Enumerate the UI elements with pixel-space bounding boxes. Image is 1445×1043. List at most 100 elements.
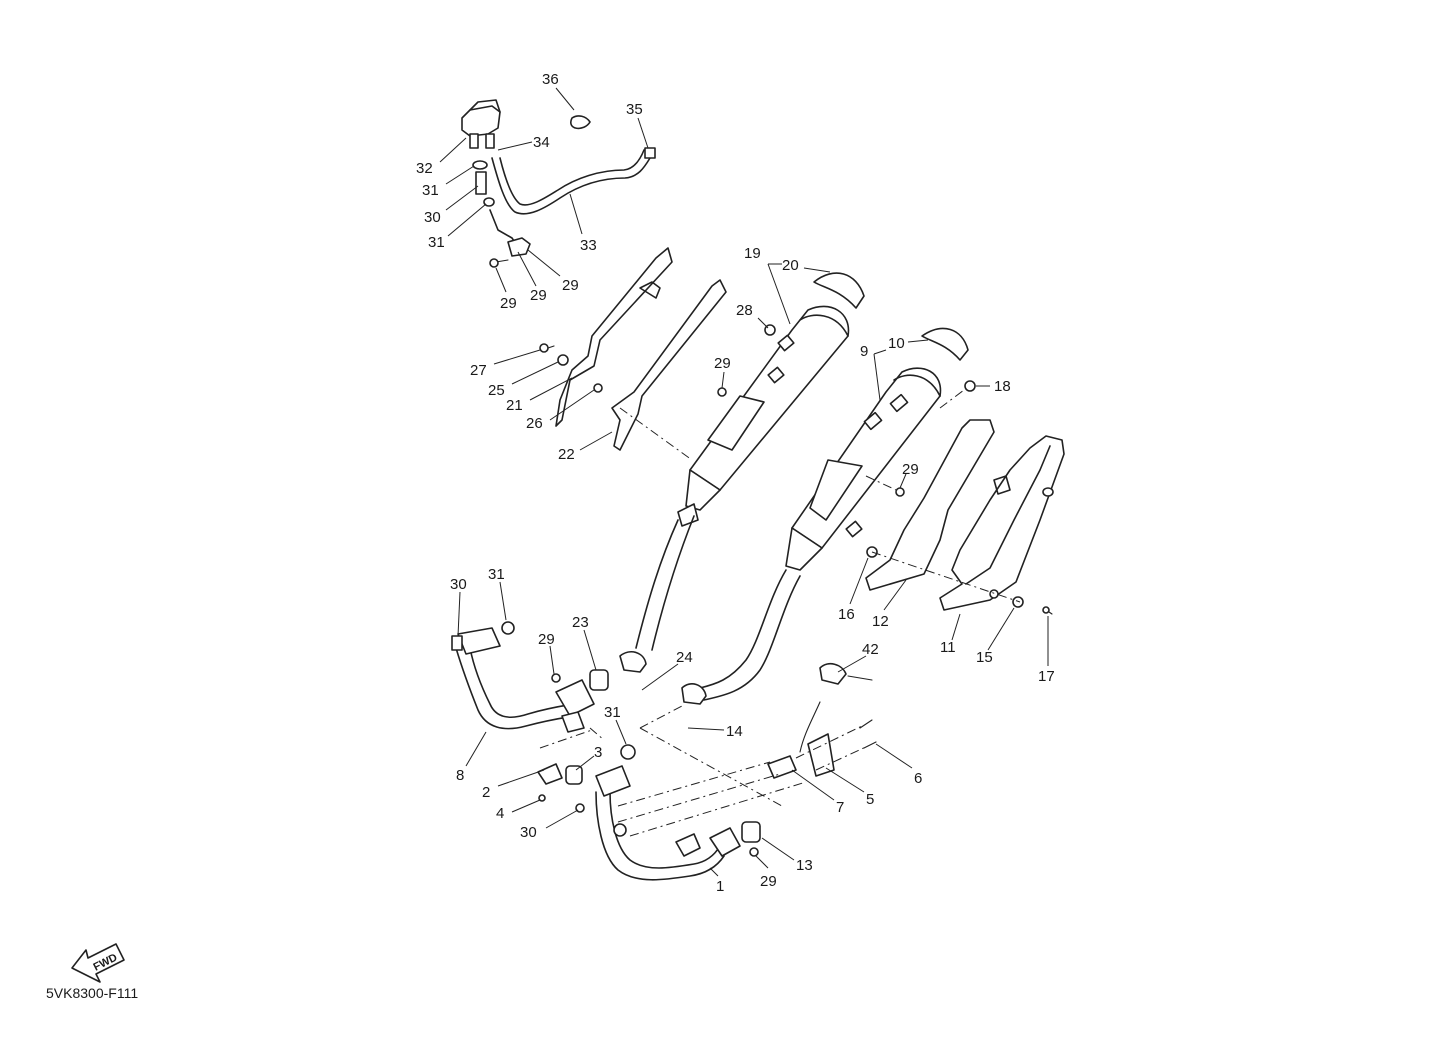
diagram-code: 5VK8300-F111 (46, 985, 138, 1001)
label-30-bottom: 30 (520, 824, 537, 841)
label-29-bottom: 29 (760, 873, 777, 890)
leader-19a (767, 263, 791, 325)
leader-38 (569, 193, 583, 235)
label-22: 22 (558, 446, 575, 463)
label-7: 7 (836, 799, 844, 816)
leader-30-top (457, 591, 461, 637)
protector-22 (611, 279, 727, 451)
leader-29-upper (721, 371, 725, 389)
protector-12 (865, 419, 995, 591)
leader-lines (439, 87, 1049, 877)
label-25: 25 (488, 382, 505, 399)
part-labels: 36 35 34 32 31 30 31 33 29 29 29 19 20 2… (416, 71, 1055, 895)
dash-pipe8-b (589, 727, 605, 741)
label-14: 14 (726, 723, 743, 740)
exhaust-pipes (451, 515, 877, 881)
leader-14 (687, 727, 725, 731)
leader-20 (803, 267, 831, 273)
label-24: 24 (676, 649, 693, 666)
leader-11 (951, 613, 961, 641)
leader-41 (555, 87, 575, 111)
muffler-9-cone (785, 527, 823, 571)
bolt-29-left (551, 673, 561, 683)
gasket-3 (565, 765, 583, 785)
leader-4 (511, 799, 541, 813)
joint-ring-1a (613, 823, 627, 837)
clamp-14 (681, 683, 707, 705)
bolt-34-head (489, 258, 499, 268)
label-9: 9 (860, 343, 868, 360)
leader-1 (709, 867, 719, 877)
label-33: 29 (562, 277, 579, 294)
muffler-9-body (791, 367, 942, 549)
leader-24 (641, 663, 679, 691)
dash-pipe1-b (617, 773, 781, 823)
dash-clamp14-a (639, 705, 683, 729)
sensor-lead (799, 701, 821, 753)
exhaust-pipe-8-flange (457, 627, 501, 655)
label-34: 29 (500, 295, 517, 312)
muffler-19 (677, 272, 865, 527)
reed-valve-assembly (461, 105, 501, 137)
label-4: 4 (496, 805, 504, 822)
leader-25 (511, 361, 559, 385)
leader-40 (637, 117, 649, 149)
dash-protector-22 (619, 407, 693, 461)
dash-nut-18 (939, 389, 965, 409)
bolt-29-upper (717, 387, 727, 397)
end-cap-20 (813, 272, 865, 309)
leader-12 (883, 579, 907, 611)
bolt-27 (547, 345, 555, 349)
exhaust-pipe-1 (595, 791, 725, 881)
label-2: 2 (482, 784, 490, 801)
muffler-9-end-cap (893, 374, 941, 397)
leader-29-left (549, 645, 555, 675)
leader-37 (439, 137, 467, 163)
leader-3 (575, 755, 595, 771)
gasket-23 (589, 669, 609, 691)
label-37: 32 (416, 160, 433, 177)
clip-36a (472, 160, 488, 170)
label-23: 23 (572, 614, 589, 631)
label-35: 30 (424, 209, 441, 226)
hose-clip-40 (644, 147, 656, 159)
leader-9b (873, 349, 887, 355)
exhaust-pipe-8-2 (469, 647, 575, 718)
dash-bolt-29-right (865, 475, 897, 491)
protector-11-inner (965, 445, 1051, 585)
leader-13 (761, 837, 795, 861)
label-31-bottom: 31 (604, 704, 621, 721)
leader-31-top (499, 581, 507, 621)
leader-22 (579, 431, 613, 451)
dash-pipe8-a (539, 729, 593, 749)
muffler-19-bracket-2 (767, 366, 785, 384)
gasket-32 (507, 237, 531, 257)
leader-9a (873, 353, 881, 401)
pipe-35 (475, 171, 487, 195)
collar-26 (593, 383, 603, 393)
label-8: 8 (456, 767, 464, 784)
leader-7 (791, 769, 835, 801)
exhaust-pipe-1-joint (709, 827, 741, 857)
air-hose-38-inner (499, 149, 645, 206)
exhaust-pipe-8 (455, 647, 575, 730)
link-pipe-left-2 (651, 515, 695, 651)
protector-11-boss (1042, 487, 1054, 497)
end-cap-10 (921, 327, 969, 361)
clamp-42 (819, 662, 847, 685)
label-13: 13 (796, 857, 813, 874)
bolt-6a (859, 719, 873, 729)
label-40: 35 (626, 101, 643, 118)
washer-15a (989, 589, 999, 599)
sensor-cable (847, 675, 873, 681)
label-31-top: 31 (488, 566, 505, 583)
leader-36a (445, 165, 475, 185)
leader-36b (447, 203, 487, 237)
label-36b: 31 (428, 234, 445, 251)
bolt-17-head (1042, 606, 1050, 614)
leader-42 (837, 655, 867, 673)
label-29-left: 29 (538, 631, 555, 648)
gasket-31-bottom (620, 744, 636, 760)
protector-21 (555, 247, 673, 427)
leader-27 (493, 349, 541, 365)
